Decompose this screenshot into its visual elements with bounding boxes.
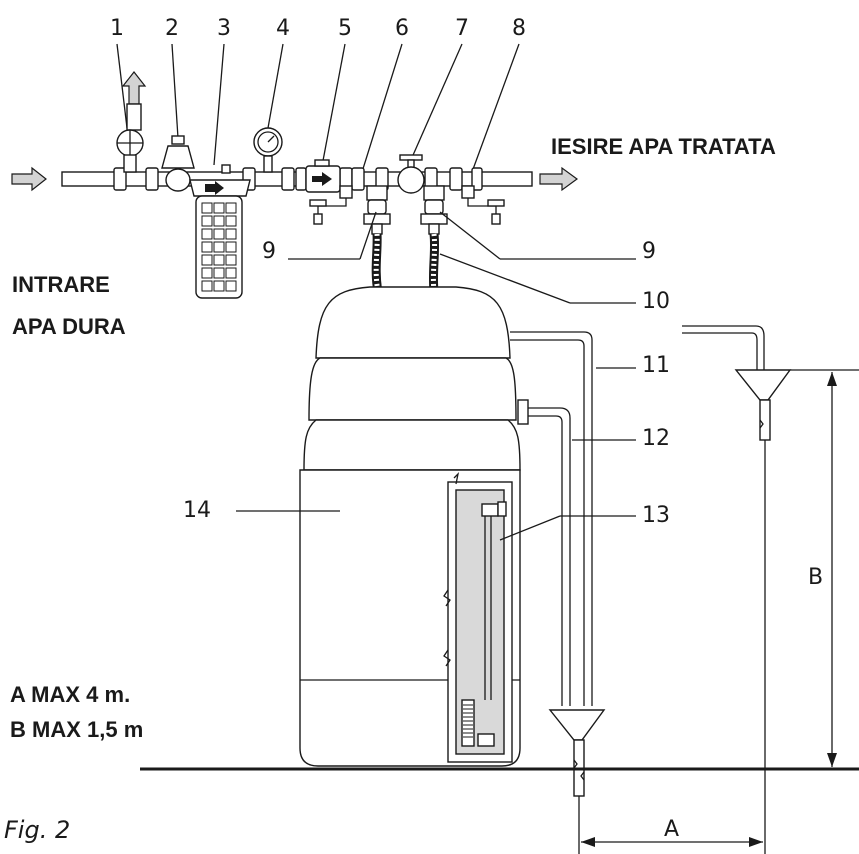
callout-1: 1 bbox=[110, 16, 124, 41]
callout-8: 8 bbox=[512, 16, 526, 41]
callout-11: 11 bbox=[642, 353, 670, 378]
sample-tap-left bbox=[309, 185, 353, 225]
inlet-label-line2: APA DURA bbox=[12, 314, 126, 339]
brine-window bbox=[443, 472, 513, 763]
callout-14: 14 bbox=[183, 498, 211, 523]
limit-b-label: B MAX 1,5 m bbox=[10, 717, 143, 742]
sample-tap-right bbox=[461, 185, 505, 225]
callout-9-left: 9 bbox=[262, 239, 276, 264]
bypass-valve bbox=[397, 154, 425, 194]
check-valve bbox=[305, 159, 341, 193]
dimension-a bbox=[578, 440, 766, 854]
top-leader-lines bbox=[116, 43, 520, 173]
callout-3: 3 bbox=[217, 16, 231, 41]
leader-13 bbox=[499, 515, 561, 541]
flexible-hoses bbox=[371, 233, 440, 293]
backflow-valve bbox=[116, 103, 144, 173]
callout-7: 7 bbox=[455, 16, 469, 41]
callout-10: 10 bbox=[642, 289, 670, 314]
callout-5: 5 bbox=[338, 16, 352, 41]
callout-13: 13 bbox=[642, 503, 670, 528]
inlet-flow-arrow bbox=[11, 166, 47, 192]
callout-4: 4 bbox=[276, 16, 290, 41]
outlet-flow-arrow bbox=[539, 166, 579, 192]
inlet-label-line1: INTRARE bbox=[12, 272, 110, 297]
inlet-tee bbox=[363, 185, 391, 235]
callout-12: 12 bbox=[642, 426, 670, 451]
drain-funnel-raised bbox=[682, 325, 792, 441]
figure-caption: Fig. 2 bbox=[4, 816, 70, 844]
drain-up-arrow bbox=[121, 71, 147, 105]
outlet-label: IESIRE APA TRATATA bbox=[551, 134, 776, 159]
sediment-filter bbox=[189, 164, 251, 299]
limit-a-label: A MAX 4 m. bbox=[10, 682, 130, 707]
pressure-reducer bbox=[161, 135, 195, 192]
drain-funnel-floor bbox=[548, 709, 606, 797]
dimension-b-label: B bbox=[808, 565, 823, 590]
callout-9-right: 9 bbox=[642, 239, 656, 264]
drain-tubes bbox=[510, 331, 593, 706]
callout-2: 2 bbox=[165, 16, 179, 41]
dimension-b bbox=[790, 369, 859, 767]
outlet-tee bbox=[420, 185, 448, 235]
pressure-gauge bbox=[253, 127, 283, 173]
callout-6: 6 bbox=[395, 16, 409, 41]
dimension-a-label: A bbox=[664, 817, 679, 842]
